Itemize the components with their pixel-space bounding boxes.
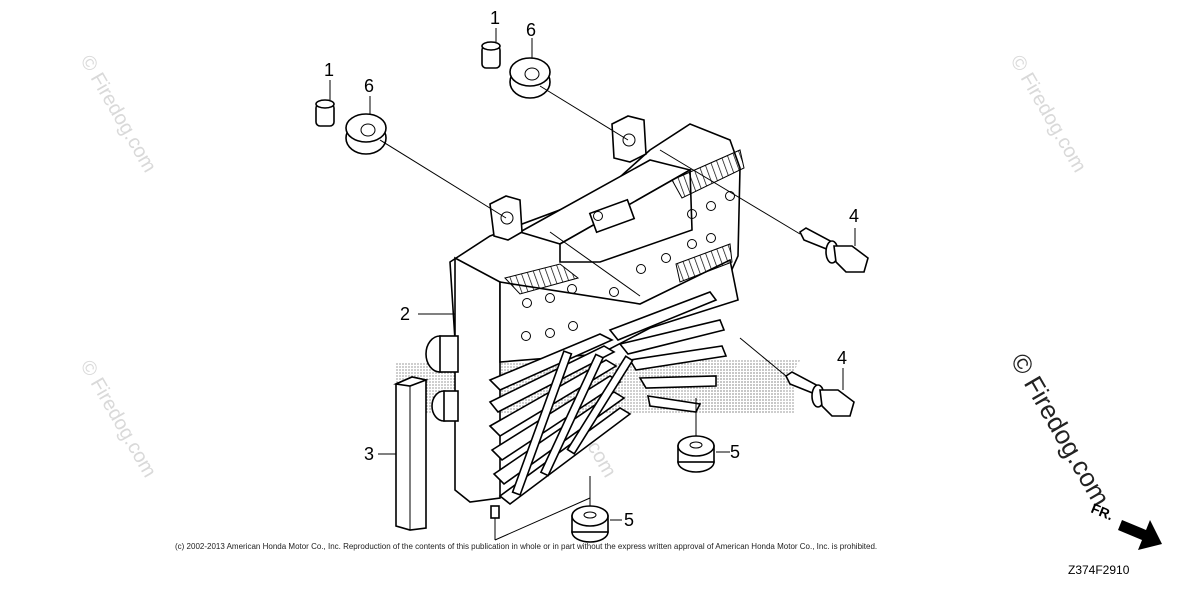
fr-label: FR. [1089, 500, 1116, 523]
part-4-bolt-upper [798, 227, 869, 273]
callout-3: 3 [364, 444, 374, 464]
callout-1-left: 1 [324, 60, 334, 80]
watermark-top-right: © Firedog.com [1006, 52, 1091, 177]
callout-1-top: 1 [490, 8, 500, 28]
fins-mid [675, 243, 733, 283]
fins-top-left [504, 263, 580, 295]
fins-top-right [671, 149, 745, 199]
part-2-shroud [425, 115, 745, 519]
part-1-collar-left [315, 99, 335, 127]
dotted-band-tip [700, 360, 800, 414]
callouts: 1 6 1 6 4 4 2 3 5 5 [324, 8, 859, 530]
part-6-grommet-left [345, 113, 387, 155]
watermark-bottom-left: © Firedog.com [76, 357, 161, 482]
part-5-grommet-right [677, 435, 715, 473]
cylinder-fins [488, 291, 728, 506]
part-6-grommet-top [509, 57, 551, 99]
callout-5-right: 5 [730, 442, 740, 462]
leader-lines [329, 28, 856, 541]
arrow-right-icon [1118, 520, 1162, 550]
part-5-grommet-bottom [571, 505, 609, 543]
diagram-code: Z374F2910 [1068, 563, 1130, 577]
part-4-bolt-lower [784, 371, 855, 417]
copyright-notice: (c) 2002-2013 American Honda Motor Co., … [175, 542, 877, 551]
part-3-bar [393, 376, 429, 531]
watermark-right: © Firedog.com [1005, 348, 1116, 511]
callout-5-bottom: 5 [624, 510, 634, 530]
callout-6-top: 6 [526, 20, 536, 40]
front-direction-arrow: FR. [1089, 500, 1162, 550]
part-1-collar-top [481, 41, 501, 69]
callout-6-left: 6 [364, 76, 374, 96]
watermark-top-left: © Firedog.com [76, 52, 161, 177]
callout-4-lower: 4 [837, 348, 847, 368]
callout-2: 2 [400, 304, 410, 324]
bracket-right [611, 115, 647, 163]
callout-4-upper: 4 [849, 206, 859, 226]
